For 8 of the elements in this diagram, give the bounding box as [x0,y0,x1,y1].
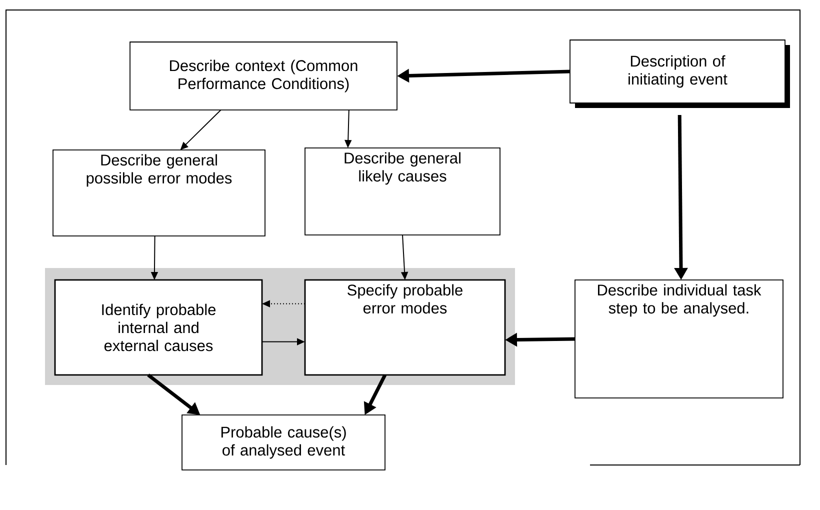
process-box: Identify probable internal and external causes [54,279,263,376]
process-box: Probable cause(s) of analysed event [182,414,386,470]
process-box: Describe general likely causes [304,148,500,236]
process-box: Describe context (Common Performance Conditions) [130,42,398,110]
process-box: Description of initiating event [570,40,790,108]
process-box: Specify probable error modes [304,279,506,376]
process-box: Describe general possible error modes [52,150,266,236]
process-box: Describe individual task step to be analysed. [574,280,784,398]
